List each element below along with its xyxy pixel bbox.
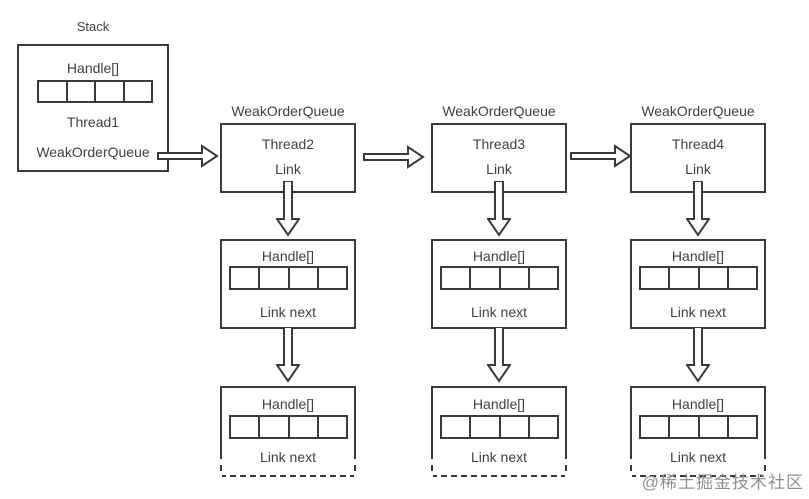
arrow-down-icon <box>686 181 710 237</box>
handle-array <box>229 266 348 290</box>
array-cell <box>501 417 530 437</box>
link-next-label: Link next <box>259 449 317 465</box>
dash-mask <box>630 453 632 477</box>
array-cell <box>260 268 290 288</box>
thread-box: Thread4 Link <box>630 123 766 193</box>
handle-box: Handle[] Link next <box>431 239 567 329</box>
link-next-box: Handle[] Link next <box>220 386 356 477</box>
arrow-down-icon <box>686 327 710 383</box>
link-label: Link <box>685 161 711 177</box>
handle-array <box>639 415 758 439</box>
arrow-down-icon <box>276 327 300 383</box>
handle-box: Handle[] Link next <box>220 239 356 329</box>
link-next-box: Handle[] Link next <box>630 386 766 477</box>
array-cell <box>530 268 557 288</box>
arrow-right-icon <box>157 144 219 168</box>
array-cell <box>530 417 557 437</box>
link-next-label: Link next <box>470 449 528 465</box>
array-cell <box>96 82 125 101</box>
stack-box: Handle[] Thread1 WeakOrderQueue <box>17 44 169 172</box>
link-next-box: Handle[] Link next <box>431 386 567 477</box>
array-cell <box>442 417 472 437</box>
array-cell <box>68 82 96 101</box>
handle-array <box>440 266 559 290</box>
link-next-label: Link next <box>669 304 727 320</box>
handle-label: Handle[] <box>671 396 725 412</box>
dash-mask <box>764 453 766 477</box>
array-cell <box>700 417 729 437</box>
arrow-right-icon <box>570 144 632 168</box>
link-label: Link <box>486 161 512 177</box>
thread-label: Thread4 <box>671 136 725 152</box>
handle-label: Handle[] <box>472 396 526 412</box>
dash-mask <box>354 453 356 477</box>
handle-array <box>639 266 758 290</box>
arrow-down-icon <box>487 181 511 237</box>
array-cell <box>729 268 756 288</box>
array-cell <box>670 417 700 437</box>
array-cell <box>641 268 671 288</box>
array-cell <box>231 417 261 437</box>
array-cell <box>442 268 472 288</box>
thread-box: Thread3 Link <box>431 123 567 193</box>
handle-box: Handle[] Link next <box>630 239 766 329</box>
dash-mask <box>565 453 567 477</box>
stack-queue-label: WeakOrderQueue <box>36 144 150 160</box>
array-cell <box>641 417 671 437</box>
arrow-right-icon <box>363 145 425 169</box>
handle-array <box>229 415 348 439</box>
handle-label: Handle[] <box>261 248 315 264</box>
array-cell <box>290 268 319 288</box>
handle-label: Handle[] <box>671 248 725 264</box>
queue-title: WeakOrderQueue <box>231 103 345 119</box>
stack-title: Stack <box>76 19 110 34</box>
array-cell <box>501 268 530 288</box>
link-next-label: Link next <box>259 304 317 320</box>
dash-mask <box>220 453 222 477</box>
array-cell <box>729 417 756 437</box>
array-cell <box>471 268 501 288</box>
stack-thread-label: Thread1 <box>66 114 120 130</box>
array-cell <box>319 417 346 437</box>
array-cell <box>290 417 319 437</box>
handle-array <box>37 80 153 103</box>
arrow-down-icon <box>487 327 511 383</box>
queue-title: WeakOrderQueue <box>442 103 556 119</box>
array-cell <box>700 268 729 288</box>
array-cell <box>39 82 68 101</box>
thread-label: Thread2 <box>261 136 315 152</box>
array-cell <box>231 268 261 288</box>
array-cell <box>471 417 501 437</box>
link-next-label: Link next <box>470 304 528 320</box>
handle-array <box>440 415 559 439</box>
handle-label: Handle[] <box>472 248 526 264</box>
arrow-down-icon <box>276 181 300 237</box>
link-next-label: Link next <box>669 449 727 465</box>
stack-handle-label: Handle[] <box>66 60 120 76</box>
thread-label: Thread3 <box>472 136 526 152</box>
array-cell <box>319 268 346 288</box>
queue-title: WeakOrderQueue <box>641 103 755 119</box>
array-cell <box>125 82 152 101</box>
watermark: @稀土掘金技术社区 <box>641 473 804 492</box>
link-label: Link <box>275 161 301 177</box>
array-cell <box>260 417 290 437</box>
dash-mask <box>431 453 433 477</box>
array-cell <box>670 268 700 288</box>
handle-label: Handle[] <box>261 396 315 412</box>
